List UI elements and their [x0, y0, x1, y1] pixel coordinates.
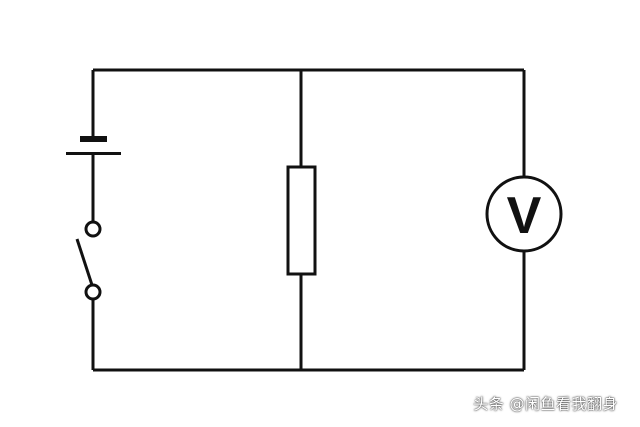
switch-terminal-bottom	[84, 283, 102, 301]
battery-short-plate	[80, 136, 107, 142]
voltmeter-circle	[485, 175, 563, 253]
battery	[66, 136, 121, 155]
resistor	[286, 165, 317, 276]
switch-blade[interactable]	[75, 238, 94, 286]
switch[interactable]	[75, 220, 102, 301]
voltmeter: V	[485, 175, 563, 253]
battery-long-plate	[66, 152, 121, 155]
switch-terminal-top	[84, 220, 102, 238]
watermark: 头条 @闲鱼看我翻身	[473, 395, 618, 413]
voltmeter-label: V	[507, 187, 542, 245]
